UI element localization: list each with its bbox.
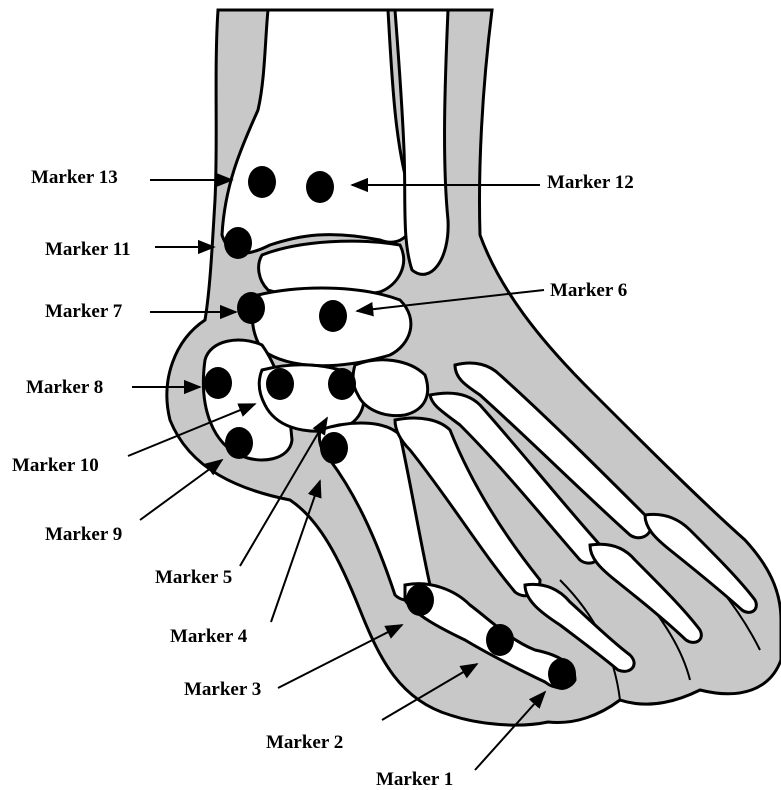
label-marker-5: Marker 5 [155,568,232,587]
marker-9-leader-arrow [140,460,222,520]
marker-6-dot [319,300,347,332]
label-marker-9: Marker 9 [45,525,122,544]
marker-2-dot [486,624,514,656]
label-marker-6: Marker 6 [550,281,627,300]
marker-13-dot [248,166,276,198]
marker-3-dot [406,584,434,616]
label-marker-10: Marker 10 [12,456,99,475]
marker-11-dot [224,227,252,259]
label-marker-7: Marker 7 [45,302,122,321]
marker-1-dot [548,658,576,690]
label-marker-3: Marker 3 [184,680,261,699]
marker-8-dot [204,367,232,399]
label-marker-4: Marker 4 [170,627,247,646]
marker-5-dot [328,368,356,400]
label-marker-8: Marker 8 [26,378,103,397]
marker-12-dot [306,171,334,203]
label-marker-2: Marker 2 [266,733,343,752]
label-marker-12: Marker 12 [547,173,634,192]
marker-9-dot [225,427,253,459]
marker-7-dot [237,292,265,324]
marker-10-dot [266,368,294,400]
label-marker-11: Marker 11 [45,240,131,259]
label-marker-1: Marker 1 [376,770,453,789]
marker-4-dot [320,432,348,464]
label-marker-13: Marker 13 [31,168,118,187]
